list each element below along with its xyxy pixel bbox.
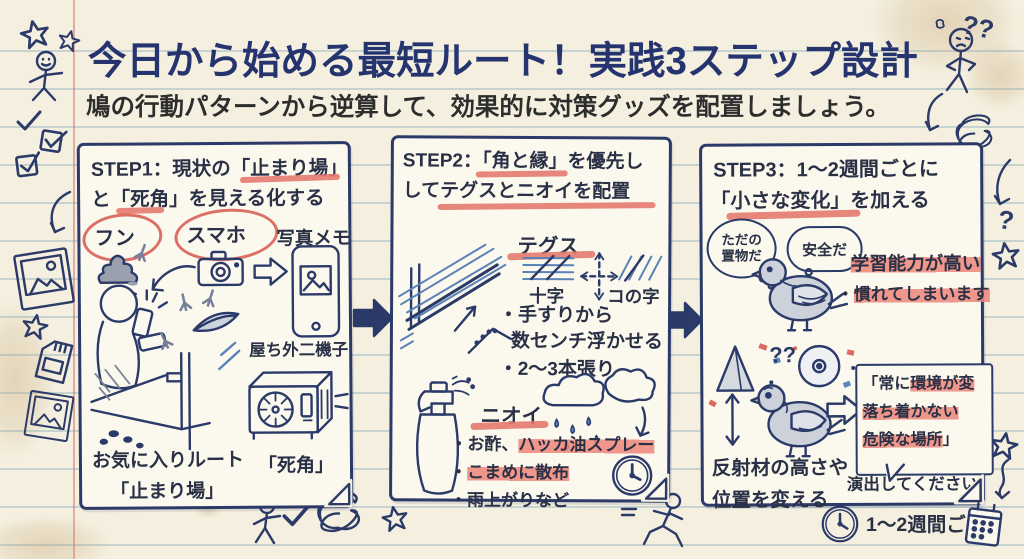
clock-icon — [611, 455, 653, 496]
quote-line-1: 「常に環境が変 — [862, 370, 986, 399]
cross-axis-icon — [580, 252, 619, 301]
calendar-icon — [964, 501, 1003, 547]
curved-arrow-icon — [993, 158, 1012, 206]
favorite-route-label: お気に入りルート — [91, 449, 245, 472]
star-icon — [17, 17, 52, 51]
learning-note-1-highlight: 学習能力が高い — [850, 252, 981, 274]
sd-card-icon — [34, 340, 74, 385]
railing-with-wire-icon — [398, 243, 513, 354]
step3-heading-line2: 「小さな変化」を加える — [710, 189, 930, 213]
u-shape-label: コの字 — [607, 286, 660, 307]
camera-icon — [197, 250, 244, 287]
smartphone-icon — [291, 244, 341, 338]
block-arrow-icon — [352, 298, 394, 338]
star-icon — [990, 240, 1021, 271]
underline-accent — [475, 170, 568, 178]
block-arrow-icon — [826, 394, 863, 425]
block-arrow-icon — [253, 257, 288, 286]
page-title: 今日から始める最短ルート！実践3ステップ設計 — [88, 40, 918, 83]
spray-bottle-icon — [415, 375, 476, 495]
perch-label: 「止まり場」 — [110, 480, 225, 503]
reflective-objects-icon — [708, 343, 856, 408]
quote-line-1-pre: 「常に — [862, 375, 911, 393]
step2-panel: STEP2：「角と縁」を優先し してテグスとニオイを配置 テグス 十字 — [389, 135, 672, 510]
nioi-bullet-1: ・お酢、ハッカ油スプレー — [450, 430, 655, 456]
notebook-margin-line — [73, 0, 75, 559]
step3-panel: STEP3：1〜2週間ごとに 「小さな変化」を加える ただの置物だ 安全だ 学習… — [699, 142, 994, 512]
quote-line-3-post: 」 — [942, 431, 959, 449]
nioi-bullet-3: ・雨上がりなど — [450, 490, 570, 511]
curved-arrow-icon — [49, 190, 72, 234]
outdoor-unit-label: 屋ち外二機子 — [249, 341, 349, 360]
curved-arrow-icon — [151, 265, 196, 292]
step2-heading-line1: STEP2：「角と縁」を優先し — [402, 150, 644, 173]
coffee-stain — [0, 515, 110, 559]
coffee-stain — [965, 40, 1024, 110]
stick-figure-icon — [28, 50, 64, 102]
learning-note-2-highlight: 慣れてしまいます — [853, 284, 990, 304]
page-fold — [953, 474, 985, 505]
page-subtitle: 鳩の行動パターンから逆算して、効果的に対策グッズを配置しましょう。 — [86, 94, 890, 121]
curved-arrow-icon — [994, 458, 1011, 500]
checkbox-icon — [38, 124, 69, 155]
checkmark-icon — [282, 502, 312, 527]
polaroid-photo-icon — [12, 246, 76, 312]
pigeon-icon — [751, 258, 849, 332]
quote-line-3-highlight: 危険な場所 — [862, 431, 943, 449]
nioi-bullet-1-highlight: ハッカ油スプレー — [518, 434, 655, 455]
question-marks-doodle: ?? — [769, 342, 797, 368]
speech-tail — [882, 462, 905, 482]
person-with-phone-icon — [96, 284, 169, 390]
step2-heading-line2: してテグスとニオイを配置 — [402, 180, 631, 203]
interval-label: 1〜2週間ごと — [866, 514, 986, 536]
step1-panel: STEP1：現状の「止まり場」 と「死角」を見える化する フン スマホ 写真メモ — [76, 141, 354, 510]
underline-accent — [437, 202, 656, 211]
nioi-bullet-1-pre: ・お酢、 — [450, 434, 519, 454]
tegusu-bullet-1: ・手すりから — [498, 304, 614, 327]
checkmark-icon — [16, 110, 42, 131]
star-icon — [380, 504, 410, 533]
hatch-marks-icon — [218, 341, 241, 371]
learning-note-1: 学習能力が高い — [850, 249, 981, 276]
polaroid-photo-icon — [23, 389, 76, 444]
question-marks-doodle: ?? — [959, 9, 997, 45]
step3-heading-line1: STEP3：1〜2週間ごとに — [713, 158, 939, 182]
droppings-icon — [97, 254, 139, 286]
u-pattern-icon — [618, 254, 663, 282]
quote-line-3: 危険な場所」 — [862, 426, 987, 455]
cross-pattern-icon — [522, 254, 575, 281]
learning-note-2-pre: ・ — [836, 284, 854, 305]
wall-corner-icon — [90, 351, 211, 451]
clock-icon — [821, 505, 859, 543]
nioi-bullet-2-highlight: こまめに散布 — [467, 462, 570, 483]
tegusu-bullet-2: 数センチ浮かせる — [510, 330, 663, 353]
nioi-bullet-2: ・こまめに散布 — [450, 458, 570, 484]
nioi-bullet-2-pre: ・ — [450, 462, 468, 482]
page-fold — [324, 478, 353, 508]
ac-outdoor-unit-icon — [248, 370, 349, 440]
reflector-line-1: 反射材の高さや — [711, 456, 849, 480]
speed-lines-icon — [620, 507, 638, 517]
learning-note-2: ・慣れてしまいます — [837, 279, 990, 305]
curved-arrow-icon — [924, 92, 944, 132]
quote-line-2: 落ち着かない — [862, 398, 986, 427]
quote-line-1-highlight: 環境が変 — [910, 375, 975, 393]
worried-figure-icon — [935, 18, 977, 94]
checkbox-icon — [13, 148, 43, 178]
quote-line-2-highlight: 落ち着かない — [862, 403, 959, 421]
page-fold — [640, 473, 670, 502]
question-mark-doodle: ? — [996, 204, 1016, 236]
feather-icon — [192, 311, 240, 333]
up-down-arrow-icon — [725, 393, 740, 446]
reflector-line-2: 位置を変える — [711, 489, 829, 512]
pigeon-confused-icon — [750, 384, 846, 458]
quote-speech-box: 「常に環境が変 落ち着かない 危険な場所」 — [855, 363, 994, 476]
blind-spot-label: 「死角」 — [257, 455, 335, 477]
